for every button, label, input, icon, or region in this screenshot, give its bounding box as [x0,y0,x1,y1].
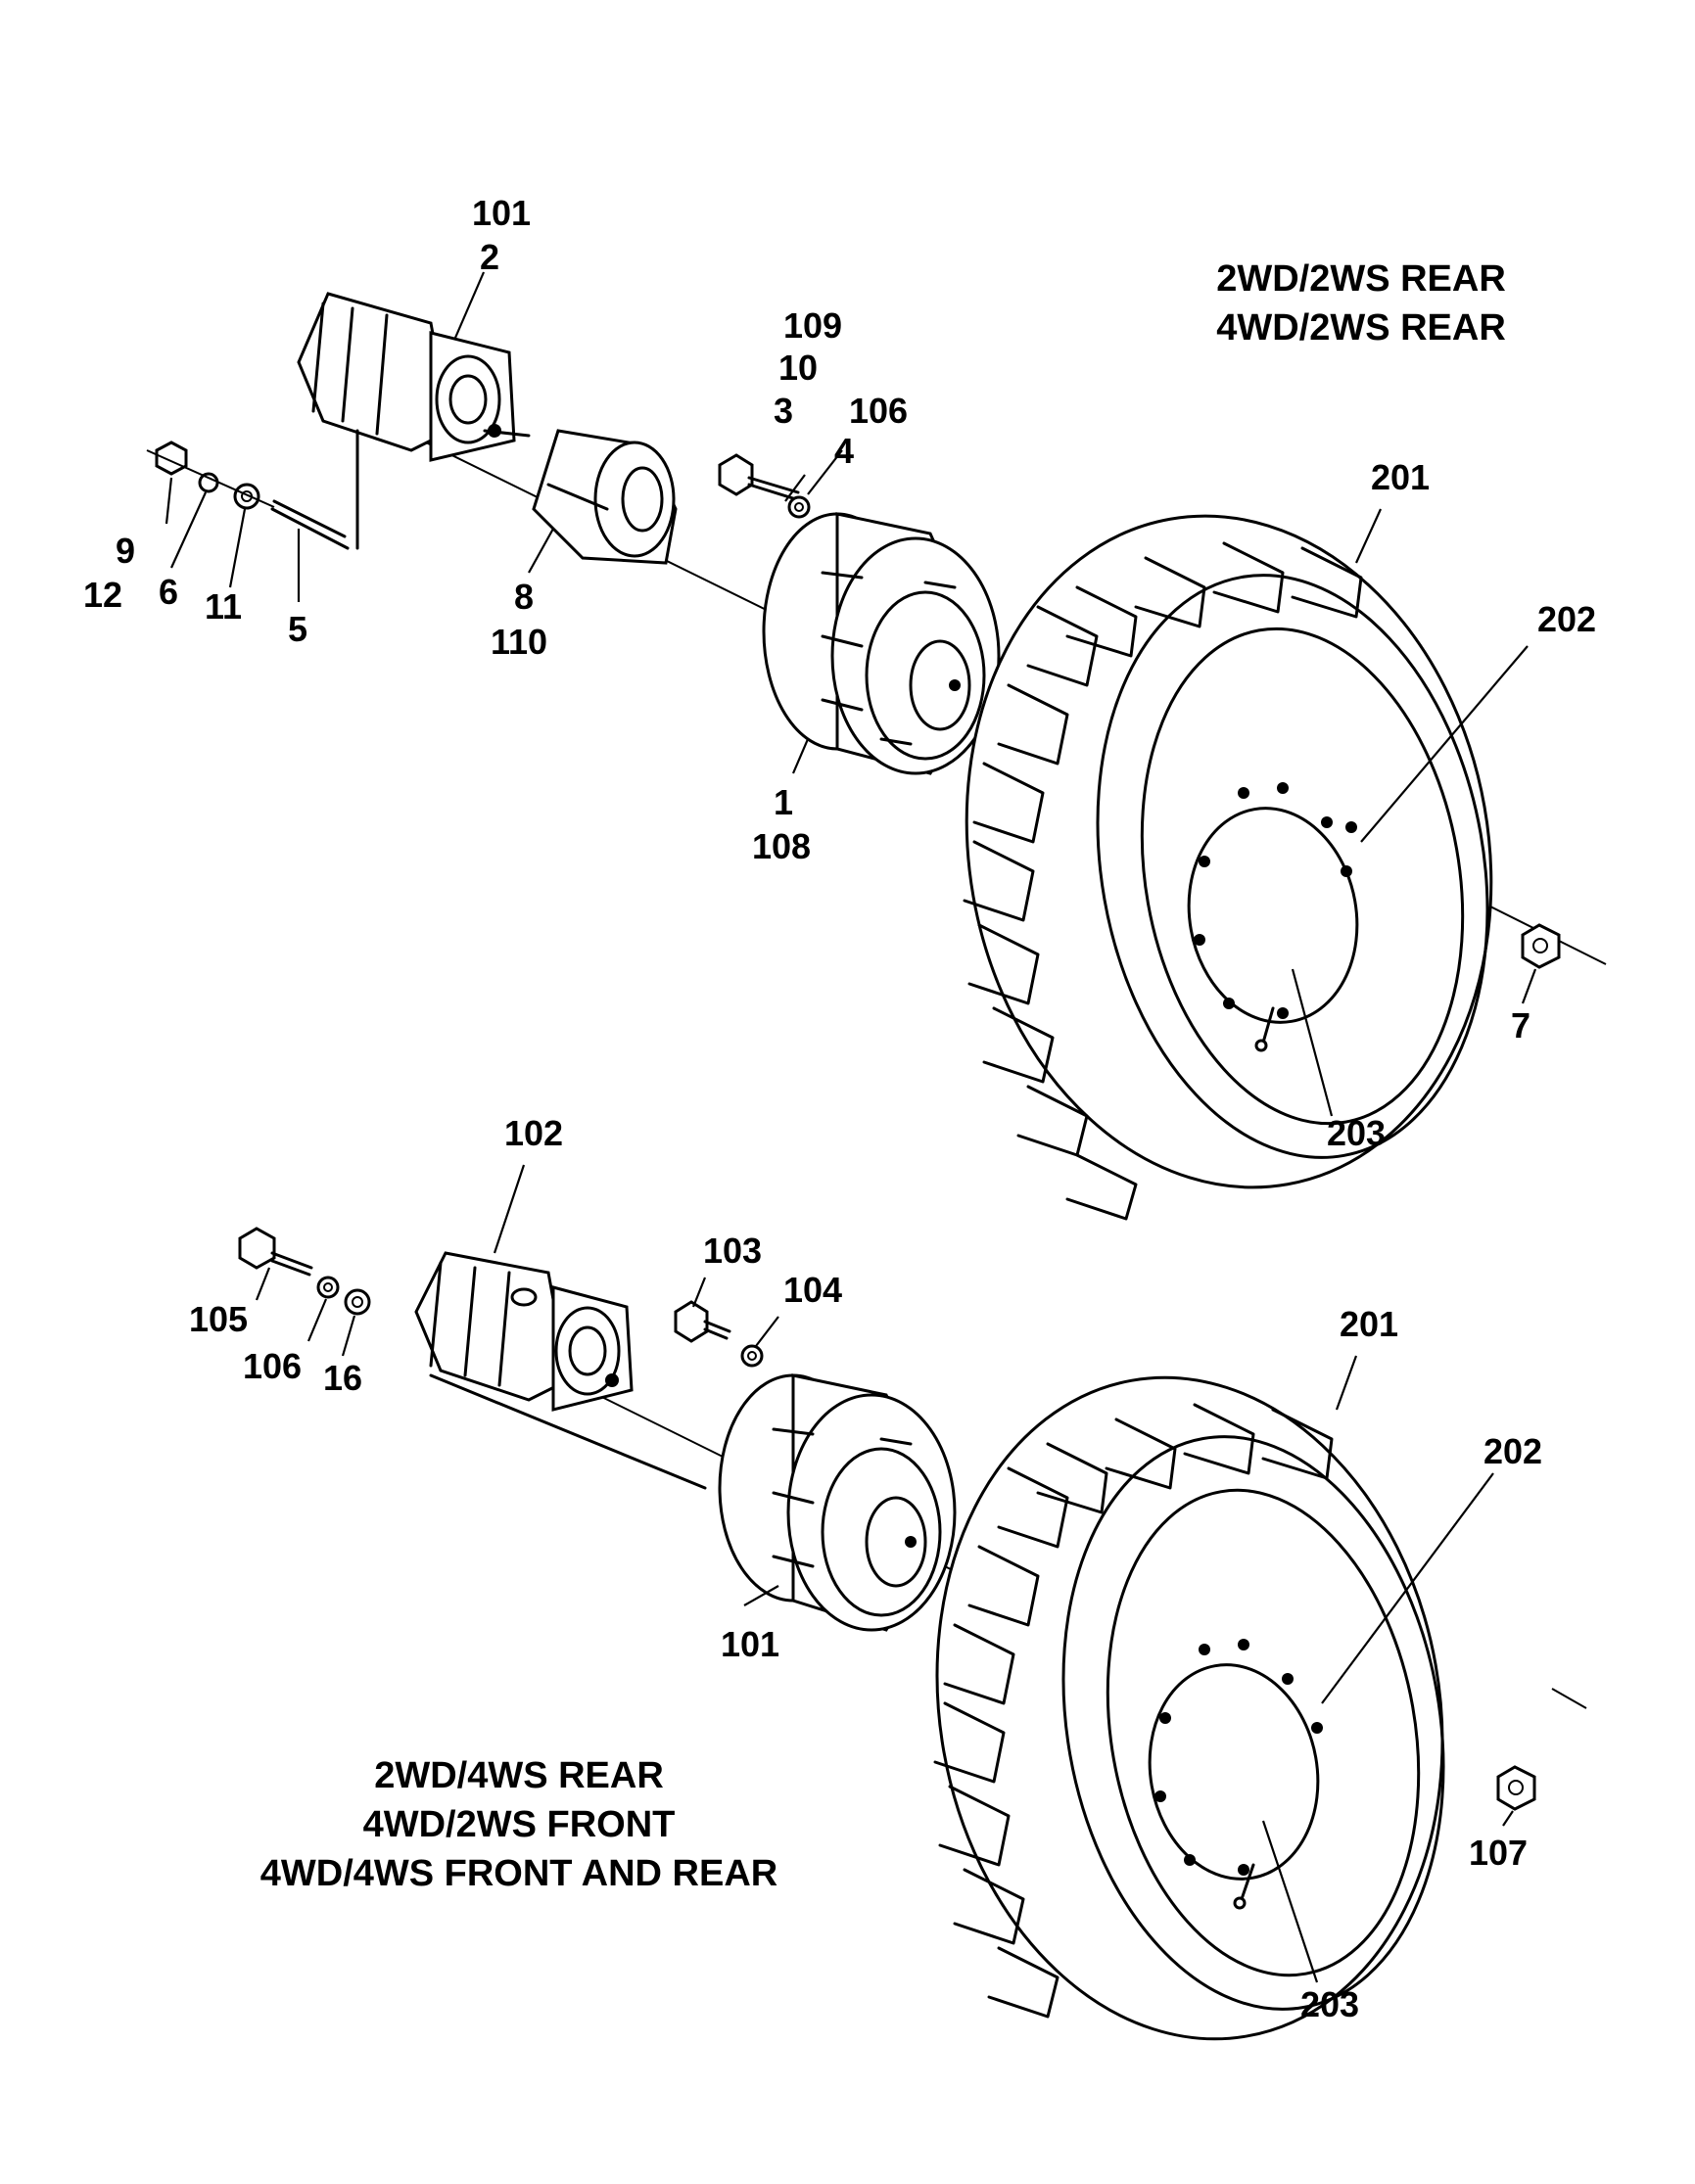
label-103: 103 [703,1231,762,1271]
brake-assembly [532,429,678,565]
lug-nut [1496,1765,1536,1811]
label-16: 16 [323,1358,362,1398]
label-3: 3 [774,391,793,431]
top-leaders [165,271,1537,1117]
label-4: 4 [834,431,854,471]
label-106: 106 [849,391,908,431]
lug-nut [1521,923,1561,969]
wheel-hub [762,512,1001,775]
bolt-and-washer [718,453,811,519]
label-101: 101 [472,193,531,233]
top-caption-line-1: 2WD/2WS REAR [1216,258,1506,300]
label-105: 105 [189,1299,248,1339]
label-11: 11 [205,586,242,627]
label-12: 12 [83,575,122,615]
bottom-assembly: 2WD/4WS REAR 4WD/2WS FRONT 4WD/4WS FRONT… [189,1113,1587,2041]
label-203b: 203 [1300,1984,1359,2024]
label-1: 1 [774,782,793,822]
tire [933,1375,1445,2041]
label-8: 8 [514,577,534,617]
hydraulic-motor [297,292,531,550]
label-108: 108 [752,826,811,866]
tire [963,514,1493,1221]
hydraulic-motor [414,1251,707,1490]
label-110: 110 [491,622,547,662]
left-hardware [146,441,350,550]
label-7: 7 [1511,1005,1530,1046]
label-201: 201 [1371,457,1430,497]
label-202b: 202 [1483,1431,1542,1471]
bolt-and-washer [674,1300,764,1368]
label-201b: 201 [1340,1304,1398,1344]
bottom-caption-line-3: 4WD/4WS FRONT AND REAR [260,1853,777,1894]
label-104: 104 [783,1270,842,1310]
bottom-caption-line-1: 2WD/4WS REAR [374,1755,664,1796]
label-102: 102 [504,1113,563,1153]
label-10: 10 [778,348,818,388]
top-caption-line-2: 4WD/2WS REAR [1216,307,1506,349]
label-202: 202 [1537,599,1596,639]
label-107: 107 [1469,1833,1528,1873]
label-101b: 101 [721,1624,779,1664]
bottom-caption-line-2: 4WD/2WS FRONT [363,1804,676,1845]
label-9: 9 [116,531,135,571]
label-109: 109 [783,305,842,346]
top-assembly: 2WD/2WS REAR 4WD/2WS REAR 101 2 109 10 3… [83,193,1607,1221]
label-6: 6 [159,572,178,612]
wheel-hub [718,1373,957,1632]
bottom-leaders [255,1164,1514,1983]
label-5: 5 [288,609,307,649]
label-2: 2 [480,237,499,277]
left-hardware [238,1227,371,1316]
label-203: 203 [1327,1113,1386,1153]
label-106: 106 [243,1346,302,1386]
